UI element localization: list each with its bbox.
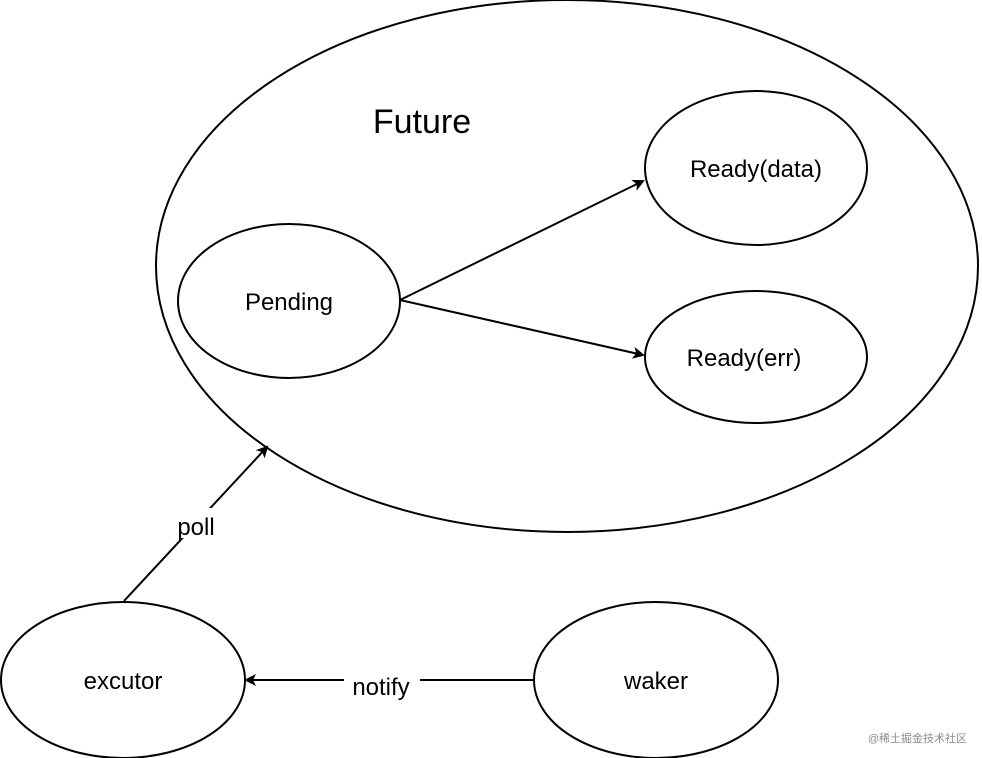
node-ready-data: Ready(data) bbox=[644, 90, 868, 246]
node-executor: excutor bbox=[0, 601, 246, 758]
pending-ellipse bbox=[177, 223, 401, 379]
node-pending: Pending bbox=[177, 223, 401, 379]
ready-err-label: Ready(err) bbox=[687, 345, 802, 372]
watermark: @稀土掘金技术社区 bbox=[868, 731, 967, 745]
pending-label: Pending bbox=[245, 289, 333, 316]
ready-data-label: Ready(data) bbox=[690, 156, 822, 183]
executor-ellipse bbox=[0, 601, 246, 758]
ready-data-ellipse bbox=[644, 90, 868, 246]
future-title: Future bbox=[373, 103, 471, 141]
edge-pending-to-ready-err bbox=[399, 299, 645, 359]
waker-label: waker bbox=[623, 668, 688, 695]
notify-label-bg bbox=[344, 668, 420, 698]
waker-ellipse bbox=[533, 601, 779, 758]
node-ready-err: Ready(err) bbox=[644, 290, 868, 424]
poll-label: poll bbox=[177, 514, 214, 541]
node-waker: waker bbox=[533, 601, 779, 758]
executor-label: excutor bbox=[84, 668, 163, 695]
poll-label-bg bbox=[166, 508, 224, 538]
edge-pending-to-ready-data bbox=[399, 180, 645, 301]
ready-err-ellipse bbox=[644, 290, 868, 424]
notify-label: notify bbox=[352, 674, 409, 701]
